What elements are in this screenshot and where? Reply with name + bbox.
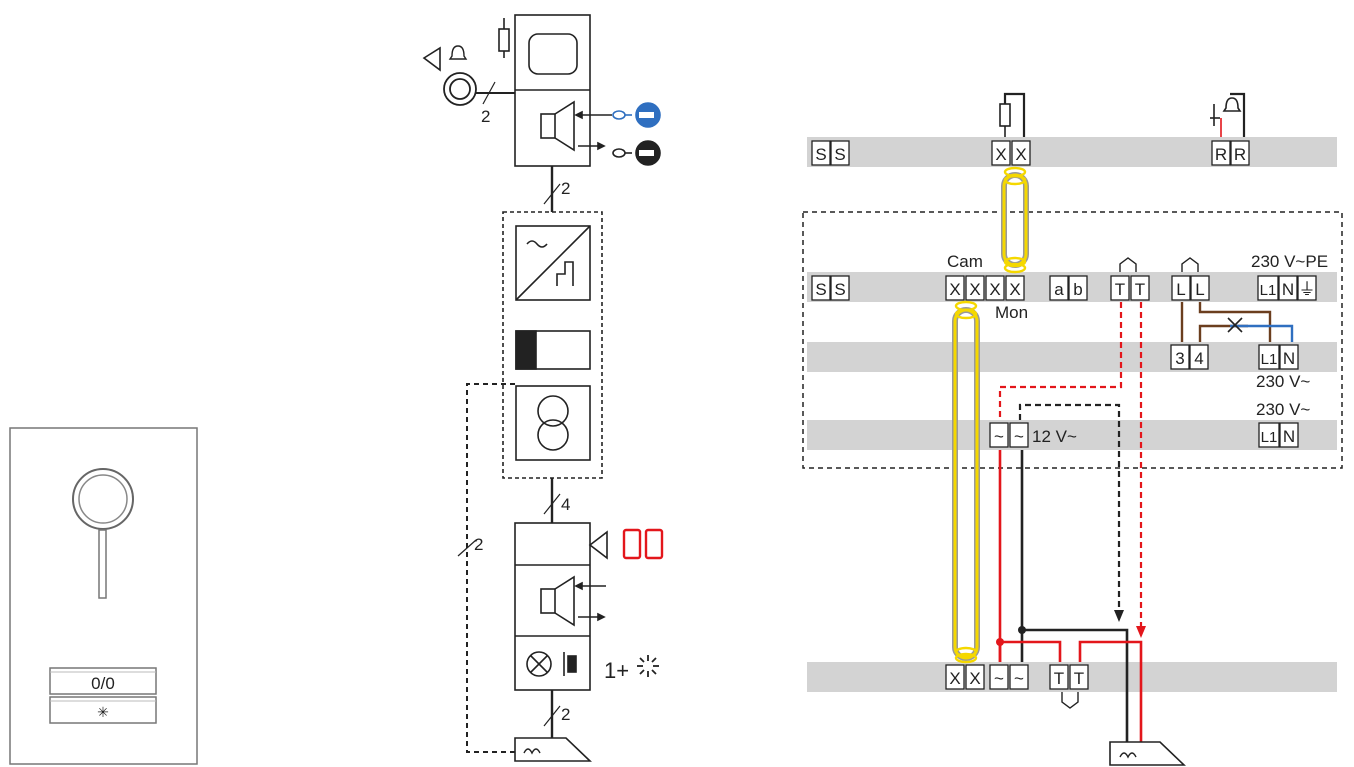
top-bell-icon <box>1210 97 1242 126</box>
term-r3-4: 4 <box>1194 349 1203 368</box>
term-r2-pe: ⏚ <box>1299 280 1316 299</box>
door-station-unit <box>514 522 608 691</box>
blue-indicator-icon <box>612 102 661 128</box>
term-r2-a: a <box>1054 280 1064 299</box>
term-r1-x2: X <box>1015 145 1026 164</box>
term-r2-l1p: L1 <box>1260 282 1277 299</box>
monitor-unit <box>514 14 612 167</box>
term-r5-t2: ~ <box>1014 669 1024 688</box>
wire-count-psu: 4 <box>561 495 570 514</box>
ac-dc-converter-icon <box>515 225 591 301</box>
camera-lens-icon <box>72 468 134 599</box>
wire-count-dashed: 2 <box>474 535 483 554</box>
term-r1-x1: X <box>995 145 1006 164</box>
transformer-icon <box>515 385 591 461</box>
bell-icon <box>422 45 515 106</box>
term-r1-r1: R <box>1215 145 1227 164</box>
term-r4-t1: ~ <box>994 427 1004 446</box>
wire-count-bottom: 2 <box>561 705 570 724</box>
term-r2-n: N <box>1282 280 1294 299</box>
label-cam: Cam <box>947 252 983 271</box>
term-r5-tt1: T <box>1054 669 1064 688</box>
term-r5-x2: X <box>969 669 980 688</box>
term-r4-n: N <box>1283 427 1295 446</box>
term-r2-t1: T <box>1115 280 1125 299</box>
term-r2-l1: L <box>1176 280 1185 299</box>
black-indicator-icon <box>612 140 661 166</box>
label-230-b: 230 V~ <box>1256 400 1310 419</box>
label-230-a: 230 V~ <box>1256 372 1310 391</box>
relay-module-icon <box>515 330 591 370</box>
term-r2-x1: X <box>949 280 960 299</box>
term-r2-s1: S <box>815 280 826 299</box>
term-r2-b: b <box>1073 280 1082 299</box>
label-12v: 12 V~ <box>1032 427 1077 446</box>
term-r5-t1: ~ <box>994 669 1004 688</box>
term-r2-t2: T <box>1135 280 1145 299</box>
term-r2-l2: L <box>1195 280 1204 299</box>
resistor-icon <box>498 28 510 52</box>
label-230-pe: 230 V~PE <box>1251 252 1328 271</box>
term-r1-s2: S <box>834 145 845 164</box>
top-resistor-icon <box>999 103 1011 127</box>
station-light-label: 1+ <box>604 658 629 683</box>
wire-count-bell: 2 <box>481 107 490 126</box>
power-supply-frame <box>802 211 1343 469</box>
terminal-wiring: S S X X R R S S X X X X a b T T L L L1 N… <box>802 92 1343 766</box>
term-r3-n: N <box>1283 349 1295 368</box>
term-r1-s1: S <box>815 145 826 164</box>
term-r4-l1: L1 <box>1261 429 1278 446</box>
term-r2-x3: X <box>989 280 1000 299</box>
label-mon: Mon <box>995 303 1028 322</box>
term-r3-3: 3 <box>1175 349 1184 368</box>
speaker-icon <box>540 113 556 139</box>
term-r5-tt2: T <box>1074 669 1084 688</box>
term-r5-x1: X <box>949 669 960 688</box>
bottom-door-opener-icon <box>1109 741 1186 766</box>
digit-display <box>622 528 664 560</box>
screen-icon <box>528 33 578 75</box>
term-r2-x4: X <box>1009 280 1020 299</box>
panel-display-text: 0/0 <box>91 674 115 693</box>
lamp-icon <box>526 651 552 677</box>
panel-light-icon: ✳ <box>97 704 109 720</box>
button-icon <box>567 655 577 673</box>
term-r1-r2: R <box>1234 145 1246 164</box>
station-speaker-icon <box>540 588 556 614</box>
door-opener-icon <box>514 737 592 762</box>
term-r3-l1: L1 <box>1261 351 1278 368</box>
block-diagram: 2 <box>422 14 664 762</box>
dashed-link <box>466 383 515 753</box>
term-r4-t2: ~ <box>1014 427 1024 446</box>
light-button[interactable]: ✳ <box>49 696 157 724</box>
door-station-panel: 0/0 ✳ <box>9 427 198 765</box>
term-r2-s2: S <box>834 280 845 299</box>
term-r2-x2: X <box>969 280 980 299</box>
light-symbol-icon <box>637 655 659 677</box>
display-plate: 0/0 <box>49 667 157 695</box>
wire-count-top: 2 <box>561 179 570 198</box>
